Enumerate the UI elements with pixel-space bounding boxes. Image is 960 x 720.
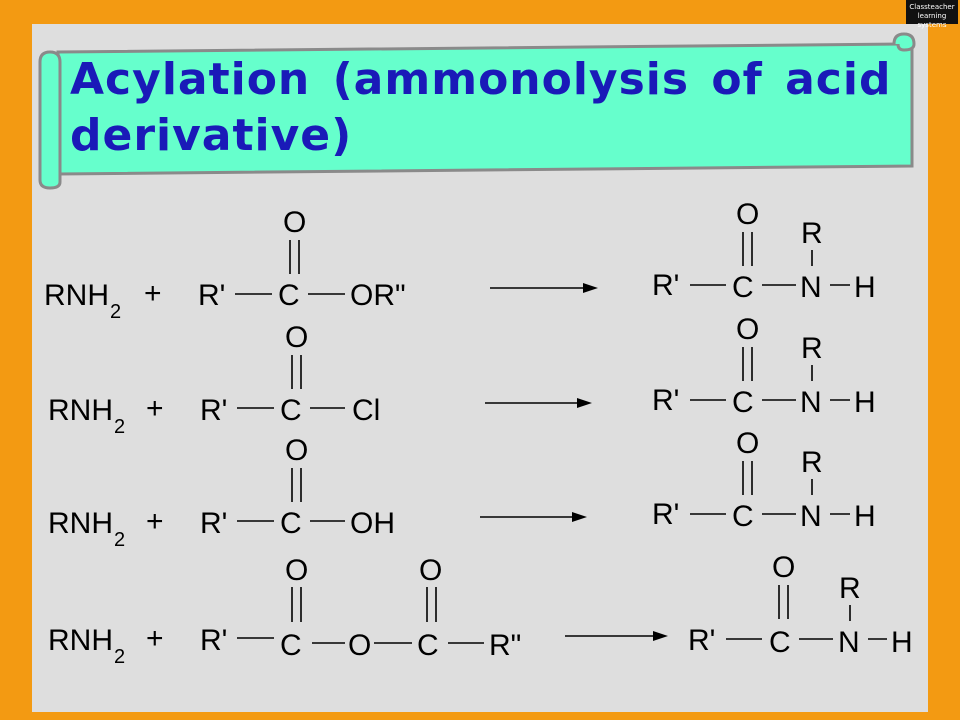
r-prime-label: R'	[198, 279, 225, 312]
product-carbon: C	[732, 271, 754, 304]
reaction-ester: RNH 2 + R' C O OR" R' C O N R H	[44, 198, 876, 323]
plus-sign: +	[146, 392, 164, 425]
product-hydrogen: H	[891, 626, 913, 659]
r-prime-label: R'	[200, 624, 227, 657]
amine-subscript: 2	[114, 529, 125, 551]
product-hydrogen: H	[854, 500, 876, 533]
carbonyl-carbon: C	[280, 507, 302, 540]
carbonyl-carbon: C	[280, 394, 302, 427]
slide-title: Acylation (ammonolysis of acid derivativ…	[70, 54, 892, 161]
product-oxygen: O	[772, 551, 795, 584]
carbonyl-carbon: C	[280, 629, 302, 662]
carbonyl-carbon: C	[278, 279, 300, 312]
carbonyl-oxygen: O	[285, 554, 308, 587]
amine-subscript: 2	[114, 416, 125, 438]
reaction-arrow	[572, 512, 587, 522]
product-oxygen: O	[736, 198, 759, 231]
reaction-arrow	[577, 398, 592, 408]
product-r-prime: R'	[652, 269, 679, 302]
product-hydrogen: H	[854, 386, 876, 419]
r-double-prime: R"	[489, 629, 521, 662]
reaction-arrow	[653, 631, 668, 641]
product-nitrogen: N	[800, 386, 822, 419]
reaction-anhydride: RNH 2 + R' C O O C O R" R' C O N R H	[48, 551, 913, 668]
carbonyl-oxygen: O	[285, 434, 308, 467]
leaving-group: OR"	[350, 279, 406, 312]
product-r: R	[839, 572, 861, 605]
r-prime-label: R'	[200, 394, 227, 427]
product-r: R	[801, 332, 823, 365]
plus-sign: +	[146, 622, 164, 655]
reaction-carboxylic-acid: RNH 2 + R' C O OH R' C O N R H	[48, 427, 876, 551]
amine-label: RNH	[48, 394, 113, 427]
product-nitrogen: N	[800, 500, 822, 533]
carbonyl-oxygen: O	[283, 206, 306, 239]
product-r-prime: R'	[652, 384, 679, 417]
bridging-oxygen: O	[348, 629, 371, 662]
product-carbon: C	[732, 386, 754, 419]
second-carbonyl-oxygen: O	[419, 554, 442, 587]
product-r-prime: R'	[652, 498, 679, 531]
carbonyl-oxygen: O	[285, 321, 308, 354]
r-prime-label: R'	[200, 507, 227, 540]
product-carbon: C	[769, 626, 791, 659]
leaving-group: OH	[350, 507, 395, 540]
product-oxygen: O	[736, 313, 759, 346]
leaving-group: Cl	[352, 394, 380, 427]
amine-subscript: 2	[114, 646, 125, 668]
product-r: R	[801, 217, 823, 250]
reaction-arrow	[583, 283, 598, 293]
reaction-acid-chloride: RNH 2 + R' C O Cl R' C O N R H	[48, 313, 876, 438]
amine-label: RNH	[48, 507, 113, 540]
product-hydrogen: H	[854, 271, 876, 304]
product-nitrogen: N	[838, 626, 860, 659]
amine-label: RNH	[48, 624, 113, 657]
amine-subscript: 2	[110, 301, 121, 323]
amine-label: RNH	[44, 279, 109, 312]
plus-sign: +	[144, 277, 162, 310]
product-nitrogen: N	[800, 271, 822, 304]
second-carbonyl-carbon: C	[417, 629, 439, 662]
product-r: R	[801, 446, 823, 479]
plus-sign: +	[146, 505, 164, 538]
product-oxygen: O	[736, 427, 759, 460]
product-r-prime: R'	[688, 624, 715, 657]
product-carbon: C	[732, 500, 754, 533]
